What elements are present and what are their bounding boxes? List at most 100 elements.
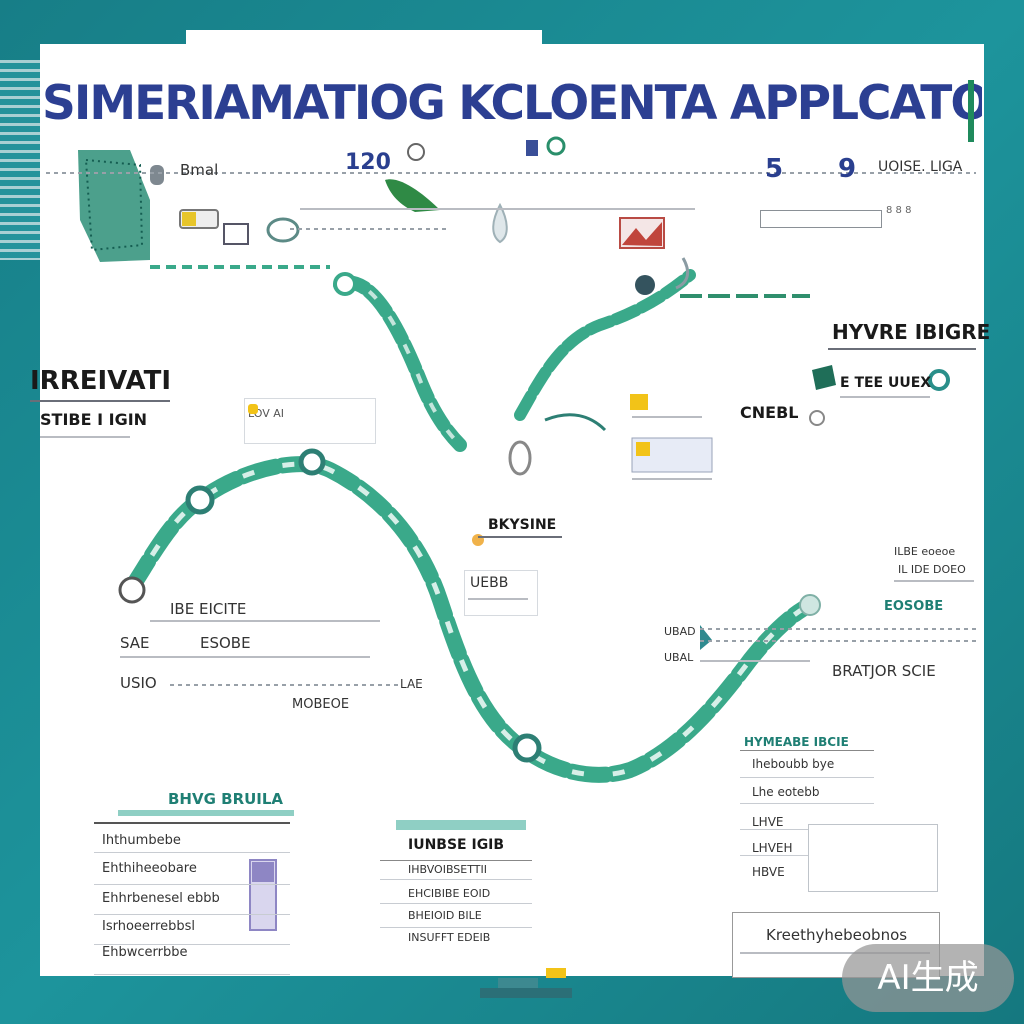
list-mid-item: EHCIBIBE EOID [408,887,491,900]
badge-icon [546,136,566,156]
label-lae: LAE [400,677,423,691]
mid-card [464,570,538,616]
divider [840,396,930,398]
route-node [333,272,357,296]
ship-illustration [480,968,572,998]
list-right-item: LHVE [752,815,784,829]
list-left [94,822,290,1000]
leaf-illustration [385,179,440,212]
info-card-left [244,398,376,444]
label-tee-uuex: E TEE UUEX [840,375,932,391]
face-icon [407,143,425,161]
list-left-item: Ehthiheeobare [102,861,197,876]
doc-icon [526,140,538,156]
divider [894,580,974,582]
divider [150,620,380,622]
divider [740,952,930,954]
divider [468,598,528,600]
right-footer-text: Kreethyhebeobnos [766,926,908,944]
label-sae: SAE [120,634,150,652]
label-uebb: UEBB [470,575,509,591]
label-irrevati: IRREIVATI [30,366,172,396]
forest-illustration [78,150,150,262]
label-bkysine: BKYSINE [488,517,557,533]
label-esobe: ESOBE [200,634,251,652]
top-dash-line-short [290,228,450,230]
divider [478,536,562,538]
flag-icon [812,365,836,390]
list-left-item: Isrhoeerrebbsl [102,919,195,934]
title-accent-bar [968,80,974,142]
divider [40,436,130,438]
label-cnebl: CNEBL [740,403,799,422]
heading-underline [118,810,294,816]
list-right-item: HBVE [752,865,785,879]
route-upper-curve [333,275,467,452]
divider [30,400,170,402]
list-mid-item: INSUFFT EDEIB [408,931,491,944]
label-ibe-eicite: IBE EICITE [170,600,247,618]
list-mid-item: BHEIOID BILE [408,909,482,922]
list-right-item: LHVEH [752,841,793,855]
divider [700,640,978,642]
list-right-item: Iheboubb bye [752,757,835,771]
label-ubad: UBAD [664,625,696,638]
top-divider-line [300,208,695,210]
list-mid-item: IHBVOIBSETTII [408,863,487,876]
marker-5: 5 [765,154,784,184]
label-usio: USIO [120,674,157,692]
list-left-item: Ehbwcerrbbe [102,945,188,960]
list-mid [380,860,532,947]
divider [632,416,702,418]
list-right [740,750,874,901]
route-right-upper-curve [514,269,696,421]
note-3: EOSOBE [884,599,944,614]
route-end-node [799,594,821,616]
list-right-heading: HYMEABE IBCIE [744,735,849,749]
person-icon [150,165,164,185]
route-node [512,733,542,763]
route-node [298,448,326,476]
divider [700,628,978,630]
route-node [508,440,532,476]
pin-icon [635,275,655,295]
label-ubal: UBAL [664,651,694,664]
note-1: ILBE eoeoe [894,545,956,558]
right-detail-box [808,824,938,892]
top-right-small-label: 8 8 8 [886,205,912,216]
title-tab [186,30,542,70]
diagram-title: SIMERIAMATIOG KCLOENTA APPLCATOIN [42,76,982,131]
mid-heading-bar [396,820,526,830]
divider [120,656,370,658]
lock-icon [928,369,950,391]
divider [632,478,712,480]
top-left-label: Bmal [180,161,219,179]
yellow-dot [248,404,258,414]
list-right-item: Lhe eotebb [752,785,820,799]
divider [828,348,976,350]
card-left-text: LOV AI [248,407,284,420]
top-number-label: 120 [345,150,391,175]
grid-icon [223,223,249,245]
list-mid-heading: IUNBSE IGIB [408,837,505,853]
note-2: IL IDE DOEO [898,563,966,576]
connector-node [266,217,300,243]
info-icon [809,410,825,426]
route-node [185,485,215,515]
ai-generated-badge: AI生成 [842,944,1014,1012]
marker-9: 9 [838,154,857,184]
list-left-item: Ihthumbebe [102,833,181,848]
label-hyvre: HYVRE IBIGRE [832,320,991,344]
drop-icon [492,202,508,244]
top-right-label: UOISE. LIGA [878,159,963,175]
label-mobeoe: MOBEOE [292,697,350,712]
top-dash-line [46,172,976,174]
divider [170,684,400,686]
divider [700,660,810,662]
list-left-item: Ehhrbenesel ebbb [102,891,220,906]
route-node [118,576,146,604]
top-right-progress-box [760,210,882,228]
arrow-marker [700,625,712,650]
label-stibe: STIBE I IGIN [40,410,148,429]
